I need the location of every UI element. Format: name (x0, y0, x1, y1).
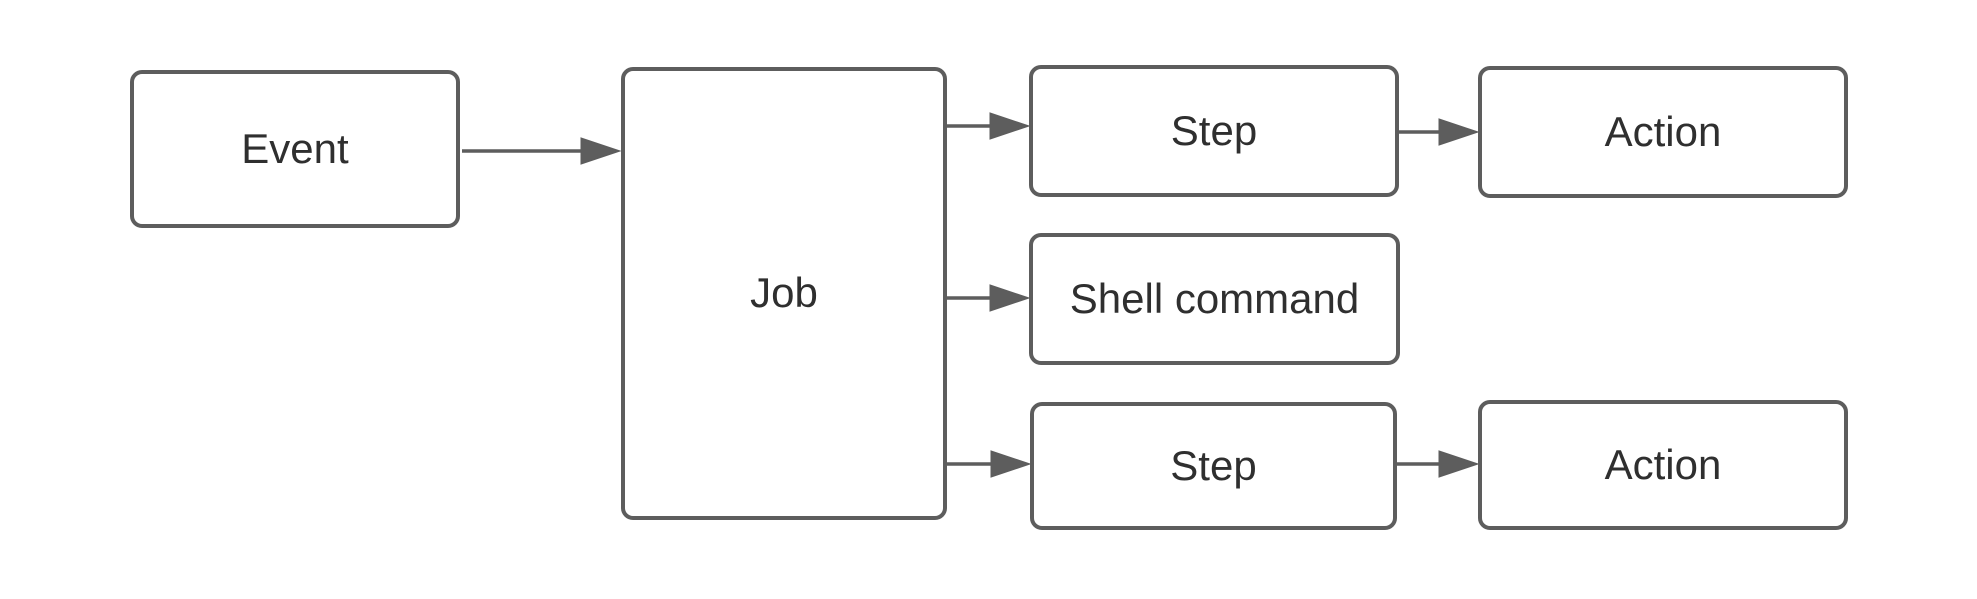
node-job-label: Job (750, 269, 818, 317)
edge-event-to-job (462, 137, 622, 165)
node-step-top-label: Step (1170, 106, 1258, 154)
edge-job-to-shell-command (947, 284, 1031, 312)
node-step-bottom-label: Step (1170, 441, 1257, 489)
node-action-bottom: Action (1478, 400, 1848, 530)
edge-job-to-step-bottom (947, 450, 1032, 478)
edge-step-bottom-to-action-bottom (1397, 450, 1480, 478)
edge-step-top-to-action-top (1398, 118, 1480, 146)
node-event: Event (130, 70, 460, 228)
node-shell-command: Shell command (1029, 233, 1400, 365)
node-action-top: Action (1478, 66, 1848, 198)
node-action-bottom-label: Action (1604, 440, 1722, 488)
node-action-top-label: Action (1604, 107, 1722, 155)
node-step-top: Step (1029, 65, 1399, 197)
node-job: Job (621, 67, 947, 520)
node-event-label: Event (241, 124, 349, 172)
node-shell-command-label: Shell command (1069, 274, 1360, 322)
edge-job-to-step-top (947, 112, 1031, 140)
node-step-bottom: Step (1030, 402, 1397, 530)
